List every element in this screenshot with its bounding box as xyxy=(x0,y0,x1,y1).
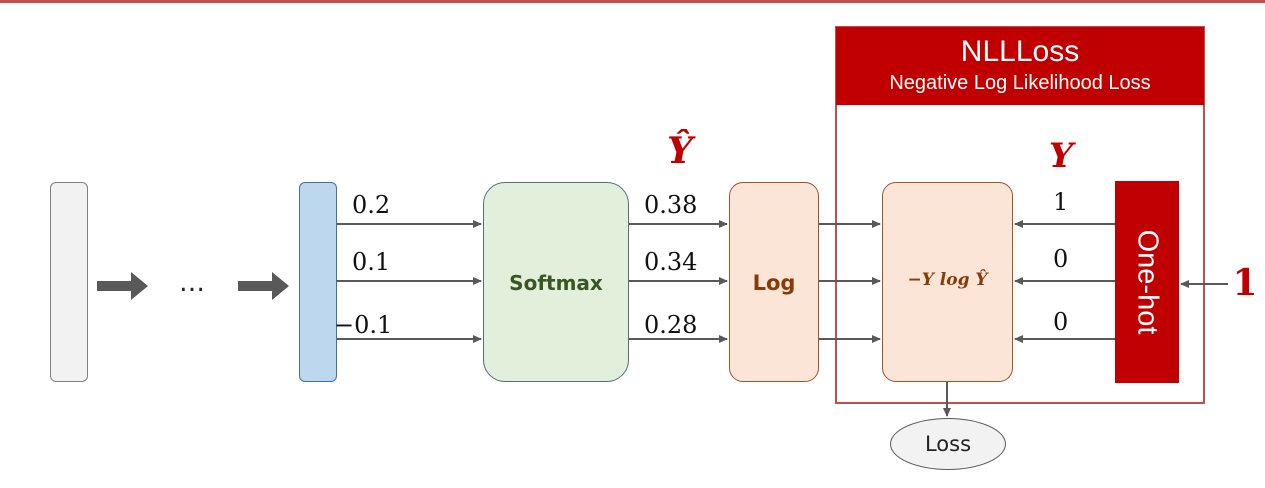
nll-formula-block xyxy=(882,182,1013,382)
softmax-label: Softmax xyxy=(509,271,603,295)
logit-value-2: 0.1 xyxy=(352,248,391,276)
probability-2: 0.34 xyxy=(644,248,698,276)
softmax-block xyxy=(483,182,629,382)
logit-value-3: −0.1 xyxy=(334,311,393,339)
onehot-value-1: 1 xyxy=(1053,188,1069,216)
onehot-encoder xyxy=(1115,181,1179,383)
input-layer xyxy=(50,182,88,382)
loss-node xyxy=(890,418,1006,470)
log-label: Log xyxy=(752,271,796,295)
nll-formula: −Y log Ŷ xyxy=(907,270,988,290)
target-label: 1 xyxy=(1232,262,1258,304)
ellipsis: … xyxy=(179,268,205,298)
block-arrow-2 xyxy=(238,272,289,300)
log-block xyxy=(729,182,819,382)
block-arrow-1 xyxy=(97,272,148,300)
nllloss-title: NLLLoss xyxy=(960,35,1080,68)
onehot-value-2: 0 xyxy=(1053,245,1069,273)
probability-1: 0.38 xyxy=(644,191,698,219)
nllloss-header: NLLLoss Negative Log Likelihood Loss xyxy=(836,27,1204,105)
top-rule xyxy=(0,0,1265,3)
y-hat-symbol: Ŷ xyxy=(667,130,693,172)
logit-value-1: 0.2 xyxy=(352,191,391,219)
onehot-value-3: 0 xyxy=(1053,308,1069,336)
loss-label: Loss xyxy=(924,432,972,456)
y-symbol: Y xyxy=(1048,136,1074,176)
probability-3: 0.28 xyxy=(644,311,698,339)
nllloss-subtitle: Negative Log Likelihood Loss xyxy=(889,72,1151,94)
logits-layer xyxy=(299,182,337,382)
